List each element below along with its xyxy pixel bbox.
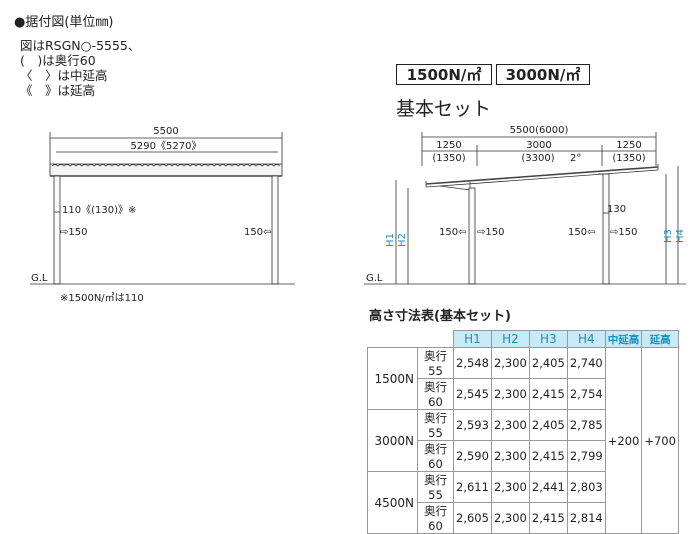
note-line-3: 〈 〉は中延高: [20, 68, 108, 83]
value-cell: 2,300: [490, 440, 530, 472]
side-offset-2: ⇨150: [477, 227, 504, 238]
load-1500: 1500N: [367, 347, 418, 410]
page-title: ●据付図(単位㎜): [14, 15, 114, 30]
depth-cell: 奥行60: [417, 440, 454, 472]
load-4500: 4500N: [367, 471, 418, 534]
table-row: 4500N 奥行55 2,611 2,300 2,441 2,803: [367, 471, 679, 534]
value-cell: 2,548: [453, 347, 492, 379]
mid-ext-value: +200: [604, 347, 643, 534]
col-h1: H1: [453, 330, 492, 348]
side-view-drawing: 5500(6000) 1250 (1350) 3000 (3300) 2° 12…: [364, 125, 686, 285]
col-h2: H2: [490, 330, 530, 348]
value-cell: 2,754: [566, 378, 606, 410]
side-width-total: 5500(6000): [510, 125, 569, 136]
front-post-dim: 110《(130)》※: [62, 204, 136, 216]
depth-cell: 奥行60: [417, 502, 454, 534]
set-subtitle: 基本セット: [396, 98, 492, 120]
load-3000: 3000N: [367, 409, 418, 472]
value-cell: 2,785: [566, 409, 606, 441]
value-cell: 2,405: [528, 347, 568, 379]
value-cell: 2,300: [490, 378, 530, 410]
front-view-drawing: 5500 5290《5270》 110《(130)》※ ⇨150 150⇦ G.…: [30, 126, 295, 304]
value-cell: 2,799: [566, 440, 606, 472]
front-ground-label: G.L: [31, 273, 48, 284]
value-cell: 2,300: [490, 409, 530, 441]
table-row: 奥行60 2,545 2,300 2,415 2,754: [368, 378, 679, 410]
side-right-span-alt: (1350): [612, 153, 645, 164]
value-cell: 2,415: [528, 440, 568, 472]
value-cell: 2,611: [453, 471, 492, 503]
side-h4-label: H4: [675, 229, 686, 243]
value-cell: 2,300: [490, 347, 530, 379]
value-cell: 2,415: [528, 378, 568, 410]
side-offset-3: 150⇦: [568, 227, 595, 238]
note-line-2: ( )は奥行60: [20, 53, 96, 68]
front-footnote: ※1500N/㎡は110: [60, 292, 144, 304]
table-row: 1500N 奥行55 2,548 2,300 2,405 2,740 +200 …: [367, 347, 679, 534]
front-left-offset: ⇨150: [60, 227, 87, 238]
height-spec-table: H1 H2 H3 H4 中延高 延高 1500N 奥行55 2,548 2,30…: [367, 330, 679, 534]
value-cell: 2,300: [490, 471, 530, 503]
table-row: 3000N 奥行55 2,593 2,300 2,405 2,785: [367, 409, 679, 472]
side-right-span: 1250: [616, 140, 641, 151]
col-h3: H3: [528, 330, 568, 348]
value-cell: 2,803: [566, 471, 606, 503]
value-cell: 2,590: [453, 440, 492, 472]
ext-value: +700: [641, 347, 679, 534]
side-slope: 2°: [570, 153, 581, 164]
front-width-inner: 5290《5270》: [131, 140, 202, 152]
col-mid-ext: 中延高: [604, 330, 643, 348]
depth-cell: 奥行55: [417, 347, 454, 379]
front-right-offset: 150⇦: [244, 227, 271, 238]
side-h1-label: H1: [385, 233, 396, 247]
side-mid-span: 3000: [526, 140, 551, 151]
side-ground-label: G.L: [366, 273, 383, 284]
value-cell: 2,605: [453, 502, 492, 534]
depth-cell: 奥行55: [417, 471, 454, 503]
depth-cell: 奥行55: [417, 409, 454, 441]
value-cell: 2,405: [528, 409, 568, 441]
table-title: 高さ寸法表(基本セット): [369, 309, 511, 324]
value-cell: 2,593: [453, 409, 492, 441]
note-line-1: 図はRSGN○-5555、: [20, 38, 141, 53]
side-left-span-alt: (1350): [432, 153, 465, 164]
side-h3-label: H3: [663, 229, 674, 243]
table-header-row: H1 H2 H3 H4 中延高 延高: [368, 330, 679, 348]
note-line-4: 《 》は延高: [20, 83, 96, 98]
value-cell: 2,814: [566, 502, 606, 534]
front-width-total: 5500: [153, 126, 178, 137]
col-h4: H4: [566, 330, 606, 348]
side-mid-span-alt: (3300): [521, 153, 554, 164]
value-cell: 2,441: [528, 471, 568, 503]
side-h2-label: H2: [397, 233, 408, 247]
col-ext: 延高: [641, 330, 679, 348]
depth-cell: 奥行60: [417, 378, 454, 410]
value-cell: 2,415: [528, 502, 568, 534]
side-left-span: 1250: [436, 140, 461, 151]
side-post-dim: 130: [607, 204, 626, 215]
value-cell: 2,545: [453, 378, 492, 410]
side-offset-4: ⇨150: [610, 227, 637, 238]
side-offset-1: 150⇦: [439, 227, 466, 238]
load-badge-3000: 3000N/㎡: [496, 64, 590, 85]
value-cell: 2,300: [490, 502, 530, 534]
value-cell: 2,740: [566, 347, 606, 379]
load-badge-1500: 1500N/㎡: [396, 64, 492, 85]
